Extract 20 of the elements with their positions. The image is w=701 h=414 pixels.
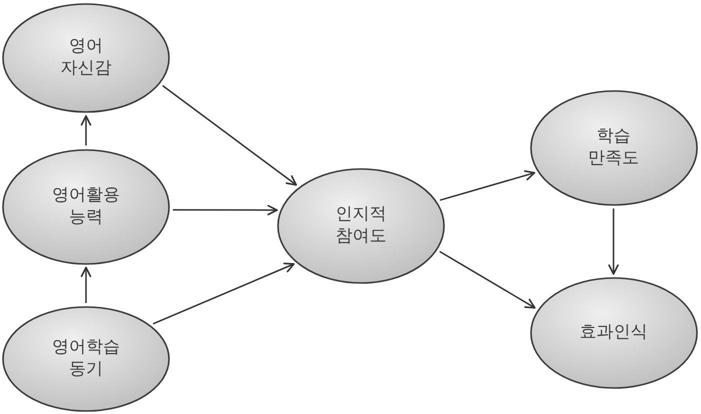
arrow xyxy=(80,266,92,303)
ellipse-node xyxy=(530,277,698,389)
ellipse-node xyxy=(530,90,698,206)
arrow xyxy=(172,204,278,216)
arrow xyxy=(440,170,536,201)
node-label: 인지적 참여도 xyxy=(336,204,386,248)
arrow xyxy=(152,262,295,324)
arrow xyxy=(608,208,619,275)
node-label: 학습 만족도 xyxy=(588,126,639,170)
node-label: 영어활용 능력 xyxy=(52,184,120,228)
arrow xyxy=(80,115,92,146)
ellipse-node xyxy=(277,168,445,284)
ellipse-node xyxy=(2,3,170,113)
ellipse-node xyxy=(2,148,170,264)
arrow xyxy=(162,85,298,186)
node-label: 영어 자신감 xyxy=(60,36,112,80)
ellipse-node xyxy=(2,306,170,412)
node-label: 효과인식 xyxy=(580,322,648,344)
arrow xyxy=(439,250,536,309)
node-label: 영어학습 동기 xyxy=(52,337,120,381)
